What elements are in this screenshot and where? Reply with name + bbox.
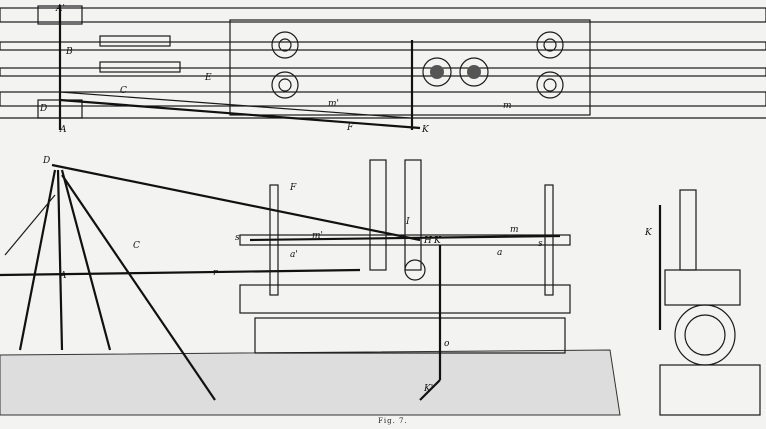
label-f: F [289, 183, 297, 193]
label-k-prime: K' [423, 384, 433, 394]
label-r: r [213, 268, 218, 278]
label-i: I [405, 217, 410, 227]
label-c: C [133, 241, 140, 251]
label-o: o [444, 339, 450, 349]
label-f: F [346, 123, 354, 133]
label-k: K [433, 236, 442, 246]
label-d: D [39, 104, 47, 114]
label-a-prime: a' [290, 250, 298, 260]
label-k-end-view: K [644, 228, 653, 238]
label-a: A [59, 125, 67, 135]
label-m-prime: m' [312, 231, 323, 241]
side-elevation-labels: D F A C r s m' a' I H K m a s o K' [42, 156, 543, 394]
plan-view-labels: A' B E C D A m' m F K [39, 4, 512, 135]
label-c: C [120, 86, 127, 96]
label-a: A [59, 271, 67, 281]
label-a-prime: A' [55, 4, 65, 14]
label-a: a [497, 248, 502, 258]
label-s: s [235, 233, 240, 243]
label-k: K [421, 125, 430, 135]
side-elevation [0, 159, 621, 416]
figure-caption: Fig. 7. [378, 417, 408, 425]
label-h: H [423, 236, 432, 246]
label-m: m [503, 101, 512, 111]
label-e: E [204, 73, 212, 83]
end-view [658, 189, 761, 416]
label-s-right: s [538, 239, 543, 249]
plan-view [0, 5, 766, 130]
label-b: B [65, 47, 73, 57]
label-d: D [42, 156, 50, 166]
label-m-prime: m' [328, 99, 339, 109]
label-m: m [510, 225, 519, 235]
